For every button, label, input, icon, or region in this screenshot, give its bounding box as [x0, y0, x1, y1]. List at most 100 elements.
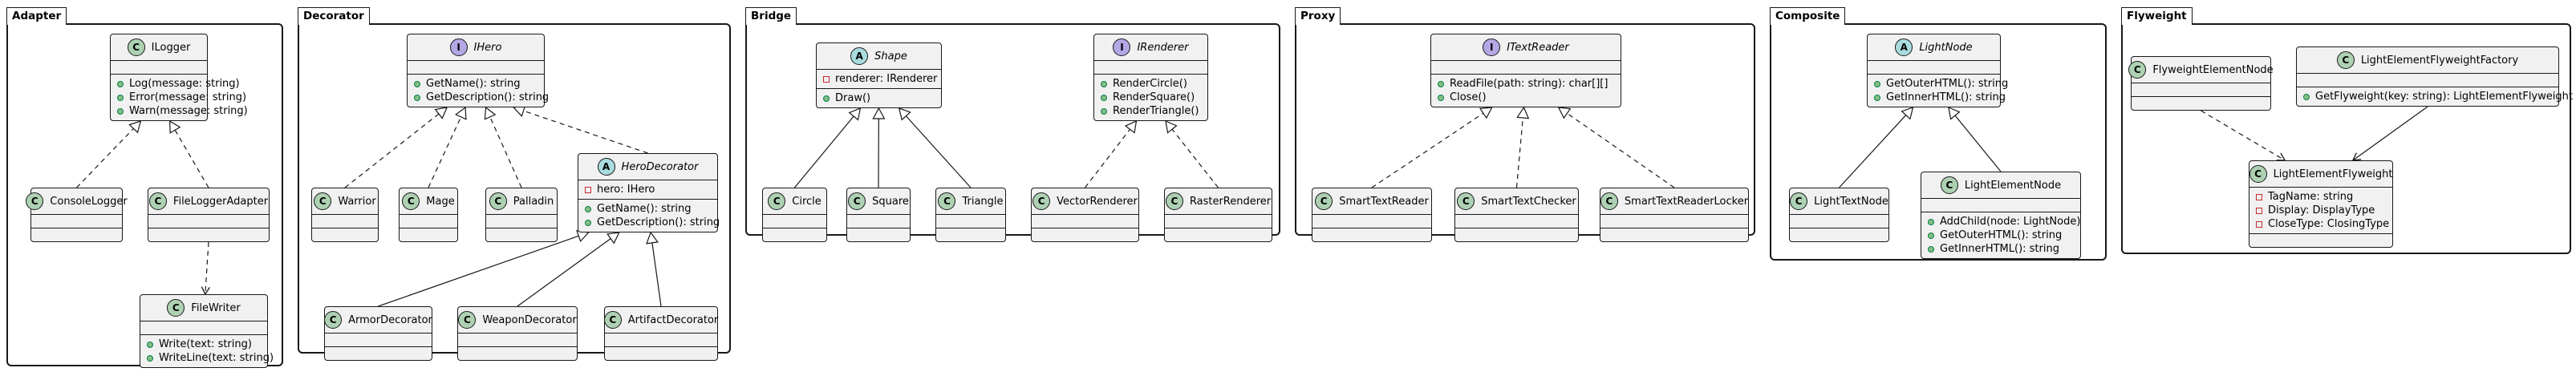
class-name: LightElementFlyweight	[2273, 168, 2393, 180]
class-method: GetInnerHTML(): string	[1928, 242, 2074, 256]
class-fields-section	[458, 333, 577, 346]
class-fields-section	[1032, 214, 1138, 228]
class-name: LightTextNode	[1814, 195, 1888, 208]
class-stereotype-icon: C	[1600, 192, 1618, 210]
class-field: renderer: IRenderer	[823, 72, 937, 86]
class-name: IHero	[473, 41, 502, 54]
class-method: AddChild(node: LightNode)	[1928, 215, 2080, 228]
private-visibility-icon	[585, 186, 591, 193]
class-fields-section	[1094, 60, 1207, 74]
class-method: RenderSquare()	[1101, 91, 1201, 104]
class-fields-section	[1165, 214, 1272, 228]
class-name: Square	[872, 195, 909, 208]
private-visibility-icon	[2256, 193, 2262, 200]
class-name: SmartTextReaderLocker	[1624, 195, 1749, 208]
member-text: RenderCircle()	[1113, 78, 1187, 90]
member-text: GetFlyweight(key: string): LightElementF…	[2315, 91, 2573, 103]
public-visibility-icon	[1874, 94, 1880, 101]
class-stereotype-icon: C	[1790, 192, 1808, 210]
class-LightTextNode[interactable]: C LightTextNode	[1789, 188, 1889, 242]
class-method: WriteLine(text: string)	[147, 351, 274, 365]
class-stereotype-icon: C	[2128, 61, 2147, 79]
private-visibility-icon	[2256, 207, 2262, 214]
class-methods-section	[1032, 228, 1138, 241]
member-text: GetName(): string	[597, 203, 692, 215]
class-methods-section	[325, 346, 432, 360]
package-bridge	[745, 23, 1280, 236]
class-fields-section	[847, 214, 910, 228]
class-stereotype-icon: C	[1315, 192, 1333, 210]
class-method: GetFlyweight(key: string): LightElementF…	[2303, 90, 2573, 103]
class-methods-section	[1790, 228, 1888, 241]
member-text: Close()	[1450, 91, 1487, 103]
public-visibility-icon	[117, 107, 124, 115]
class-SmartTextReaderLocker[interactable]: C SmartTextReaderLocker	[1600, 188, 1749, 242]
class-header: C SmartTextReaderLocker	[1600, 188, 1748, 214]
member-text: CloseType: ClosingType	[2268, 218, 2390, 230]
class-stereotype-icon: C	[314, 192, 332, 210]
class-name: VectorRenderer	[1057, 195, 1138, 208]
class-stereotype-icon: C	[127, 38, 145, 56]
class-method: GetOuterHTML(): string	[1874, 77, 2008, 91]
class-stereotype-icon: C	[2249, 165, 2267, 183]
member-text: GetName(): string	[426, 78, 521, 90]
class-fields-section	[325, 333, 432, 346]
class-methods-section	[1312, 228, 1431, 241]
class-method: Warn(message: string)	[117, 104, 248, 118]
abstract-class-stereotype-icon: A	[850, 47, 869, 65]
class-method: Draw()	[823, 91, 935, 105]
class-name: ITextReader	[1507, 41, 1569, 54]
class-methods-section: Draw()	[817, 88, 941, 107]
class-method: RenderCircle()	[1101, 77, 1201, 91]
class-name: SmartTextChecker	[1481, 195, 1576, 208]
member-text: Display: DisplayType	[2268, 204, 2375, 216]
member-text: GetDescription(): string	[426, 91, 550, 103]
class-methods-section: Log(message: string)Error(message: strin…	[111, 74, 248, 120]
public-visibility-icon	[1438, 94, 1444, 101]
class-fields-section	[31, 214, 122, 228]
member-text: hero: IHero	[597, 184, 655, 196]
class-method: Error(message: string)	[117, 91, 246, 104]
class-fields-section	[148, 214, 269, 228]
class-stereotype-icon: C	[148, 192, 167, 210]
member-text: AddChild(node: LightNode)	[1940, 216, 2081, 228]
public-visibility-icon	[1101, 107, 1107, 115]
